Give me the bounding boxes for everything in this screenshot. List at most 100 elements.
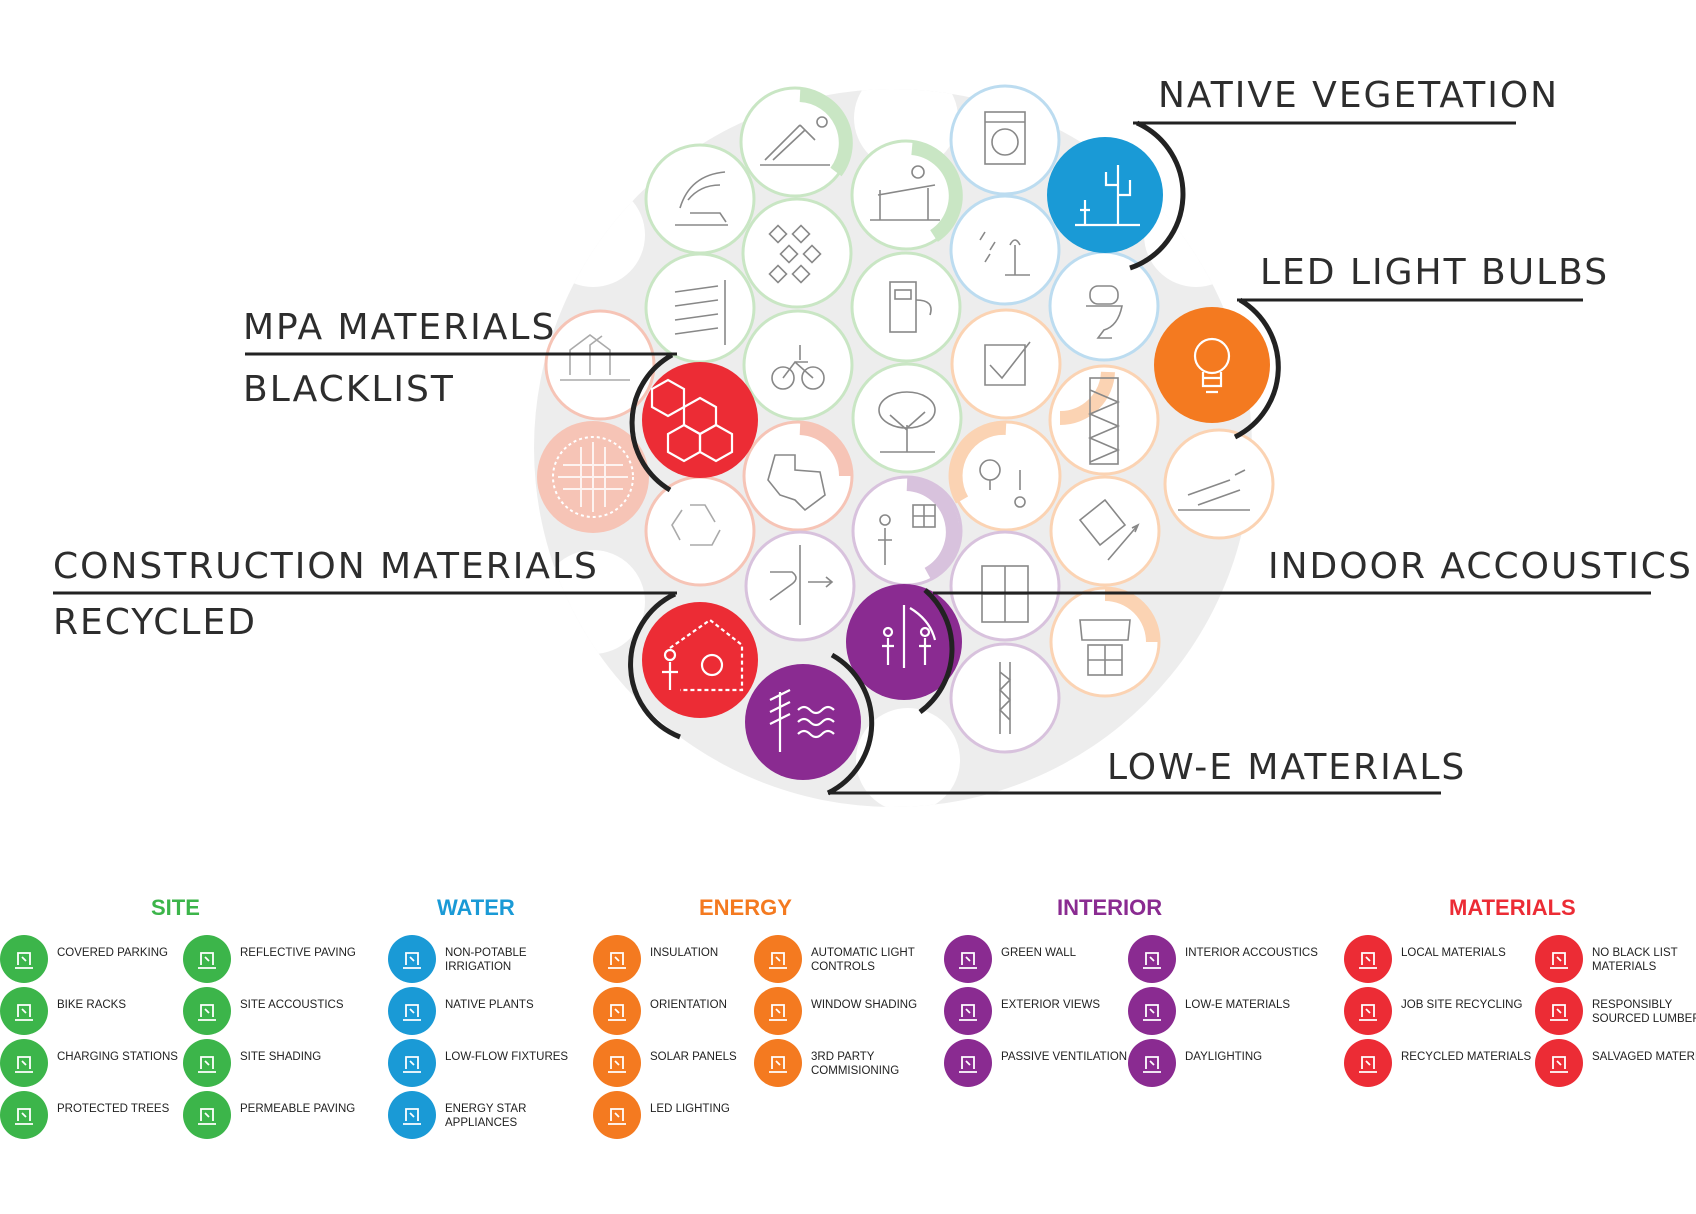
orientation-icon [1078, 498, 1140, 561]
solar-panel-icon [593, 1039, 641, 1087]
legend-item-label: INTERIOR ACCOUSTICS [1185, 947, 1318, 959]
legend-item-label: BIKE RACKS [57, 999, 127, 1011]
icon-circles [544, 84, 1275, 754]
legend-item-label: PERMEABLE PAVING [240, 1103, 356, 1115]
low-e-icon [769, 689, 835, 752]
mpa-blacklist-highlight [642, 362, 758, 478]
insulation-icon [1087, 377, 1121, 465]
cactus-icon [1075, 165, 1140, 227]
bike-icon [771, 345, 825, 390]
green-wall-icon [998, 662, 1012, 734]
tree-icon [0, 1091, 48, 1139]
covered-parking-icon [0, 935, 48, 983]
legend-item-label: RECYCLED MATERIALS [1401, 1051, 1532, 1063]
irrigation-icon [388, 935, 436, 983]
bulb-icon [593, 1091, 641, 1139]
low-e-highlight [745, 664, 861, 780]
low-e-icon [1128, 987, 1176, 1035]
reflective-paving-icon [760, 124, 830, 166]
legend-materials-title: MATERIALS [1449, 895, 1576, 920]
light-control-icon [979, 459, 1026, 508]
legend-item-label: SALVAGED MATERIALS [1592, 1051, 1696, 1063]
washer-icon [984, 111, 1026, 165]
legend-item-label: SOLAR PANELS [650, 1051, 737, 1063]
hexagon-icon [1535, 935, 1583, 983]
covered-parking-icon [674, 280, 726, 345]
green-wall-icon [944, 935, 992, 983]
legend-item-label: CHARGING STATIONS [57, 1051, 178, 1063]
legend-item-label: LED LIGHTING [650, 1103, 730, 1115]
legend-interior-title: INTERIOR [1057, 895, 1163, 920]
low-e-materials-label: LOW-E MATERIALS [1107, 747, 1467, 788]
exterior-views-icon [878, 504, 936, 565]
legend-item-label: NON-POTABLE IRRIGATION [445, 947, 527, 973]
interior-accoustics-icon [1128, 935, 1176, 983]
led-bulb-highlight [1154, 307, 1270, 423]
light-control-icon [754, 935, 802, 983]
covered-parking-circle [644, 252, 756, 364]
progress-arcs [799, 88, 1160, 643]
callout-arcs [628, 120, 1281, 796]
irrigation-circle [949, 194, 1061, 306]
solar-panel-icon [1178, 469, 1250, 511]
charging-station-icon [0, 1039, 48, 1087]
legend-item-label: JOB SITE RECYCLING [1401, 999, 1523, 1011]
legend-item-label: PROTECTED TREES [57, 1103, 170, 1115]
permeable-paving-icon [183, 1091, 231, 1139]
job-site-recycling-icon [1344, 987, 1392, 1035]
legend-item-label: INSULATION [650, 947, 719, 959]
salvaged-icon [1535, 1039, 1583, 1087]
mpa-materials-label: MPA MATERIALS [243, 307, 557, 348]
mpa-blacklist-label: BLACKLIST [243, 369, 455, 410]
cactus-icon [388, 987, 436, 1035]
green-wall-circle [949, 642, 1061, 754]
charging-station-icon [889, 281, 932, 333]
legend-item-label: AUTOMATIC LIGHT CONTROLS [811, 947, 915, 973]
hexagon-icon [650, 378, 734, 463]
legend-item-label: LOCAL MATERIALS [1401, 947, 1506, 959]
job-site-recycling-icon [662, 618, 744, 692]
legend-item-label: SITE SHADING [240, 1051, 322, 1063]
led-light-bulbs-label: LED LIGHT BULBS [1260, 252, 1610, 293]
legend-item-label: LOW-E MATERIALS [1185, 999, 1291, 1011]
legend-item-label: ORIENTATION [650, 999, 727, 1011]
window-icon [1128, 1039, 1176, 1087]
legend-item-label: ENERGY STAR APPLIANCES [445, 1103, 527, 1129]
insulation-icon [593, 935, 641, 983]
legend-item-label: GREEN WALL [1001, 947, 1076, 959]
orientation-icon [593, 987, 641, 1035]
legend-item-label: NATIVE PLANTS [445, 999, 534, 1011]
construction-materials-label: CONSTRUCTION MATERIALS [53, 546, 599, 587]
indoor-accoustics-label: INDOOR ACCOUSTICS [1268, 546, 1693, 587]
legend-item-label: REFLECTIVE PAVING [240, 947, 356, 959]
legend-water-title: WATER [437, 895, 515, 920]
lumber-icon [1535, 987, 1583, 1035]
texas-icon [767, 454, 826, 512]
legend-item-label: SITE ACCOUSTICS [240, 999, 344, 1011]
site-accoustics-icon [183, 987, 231, 1035]
protected-trees-circle [851, 362, 963, 474]
construction-recycled-highlight [642, 602, 758, 718]
permeable-paving-icon [768, 224, 822, 284]
legend-item-label: NO BLACK LIST MATERIALS [1592, 947, 1678, 973]
bulb-icon [1193, 337, 1231, 394]
legend-item-label: PASSIVE VENTILATION [1001, 1051, 1128, 1063]
legend-item-label: RESPONSIBLY SOURCED LUMBER [1592, 999, 1696, 1025]
construction-recycled-label: RECYCLED [53, 602, 257, 643]
charging-station-circle [850, 251, 962, 363]
reflective-paving-icon [183, 935, 231, 983]
tree-icon [878, 391, 936, 453]
recycle-icon [1344, 1039, 1392, 1087]
legend-item-label: DAYLIGHTING [1185, 1051, 1263, 1063]
toilet-icon [1086, 285, 1123, 339]
interior-accoustics-icon [882, 605, 937, 668]
native-vegetation-label: NATIVE VEGETATION [1158, 75, 1560, 116]
legend-item-label: EXTERIOR VIEWS [1001, 999, 1101, 1011]
salvaged-circle [544, 309, 656, 421]
legend-site-title: SITE [151, 895, 200, 920]
site-shading-icon [870, 184, 940, 221]
legend-item-label: WINDOW SHADING [811, 999, 918, 1011]
checkbox-icon [984, 341, 1031, 386]
callout-leaders [53, 121, 1651, 795]
commissioning-circle [950, 308, 1062, 420]
